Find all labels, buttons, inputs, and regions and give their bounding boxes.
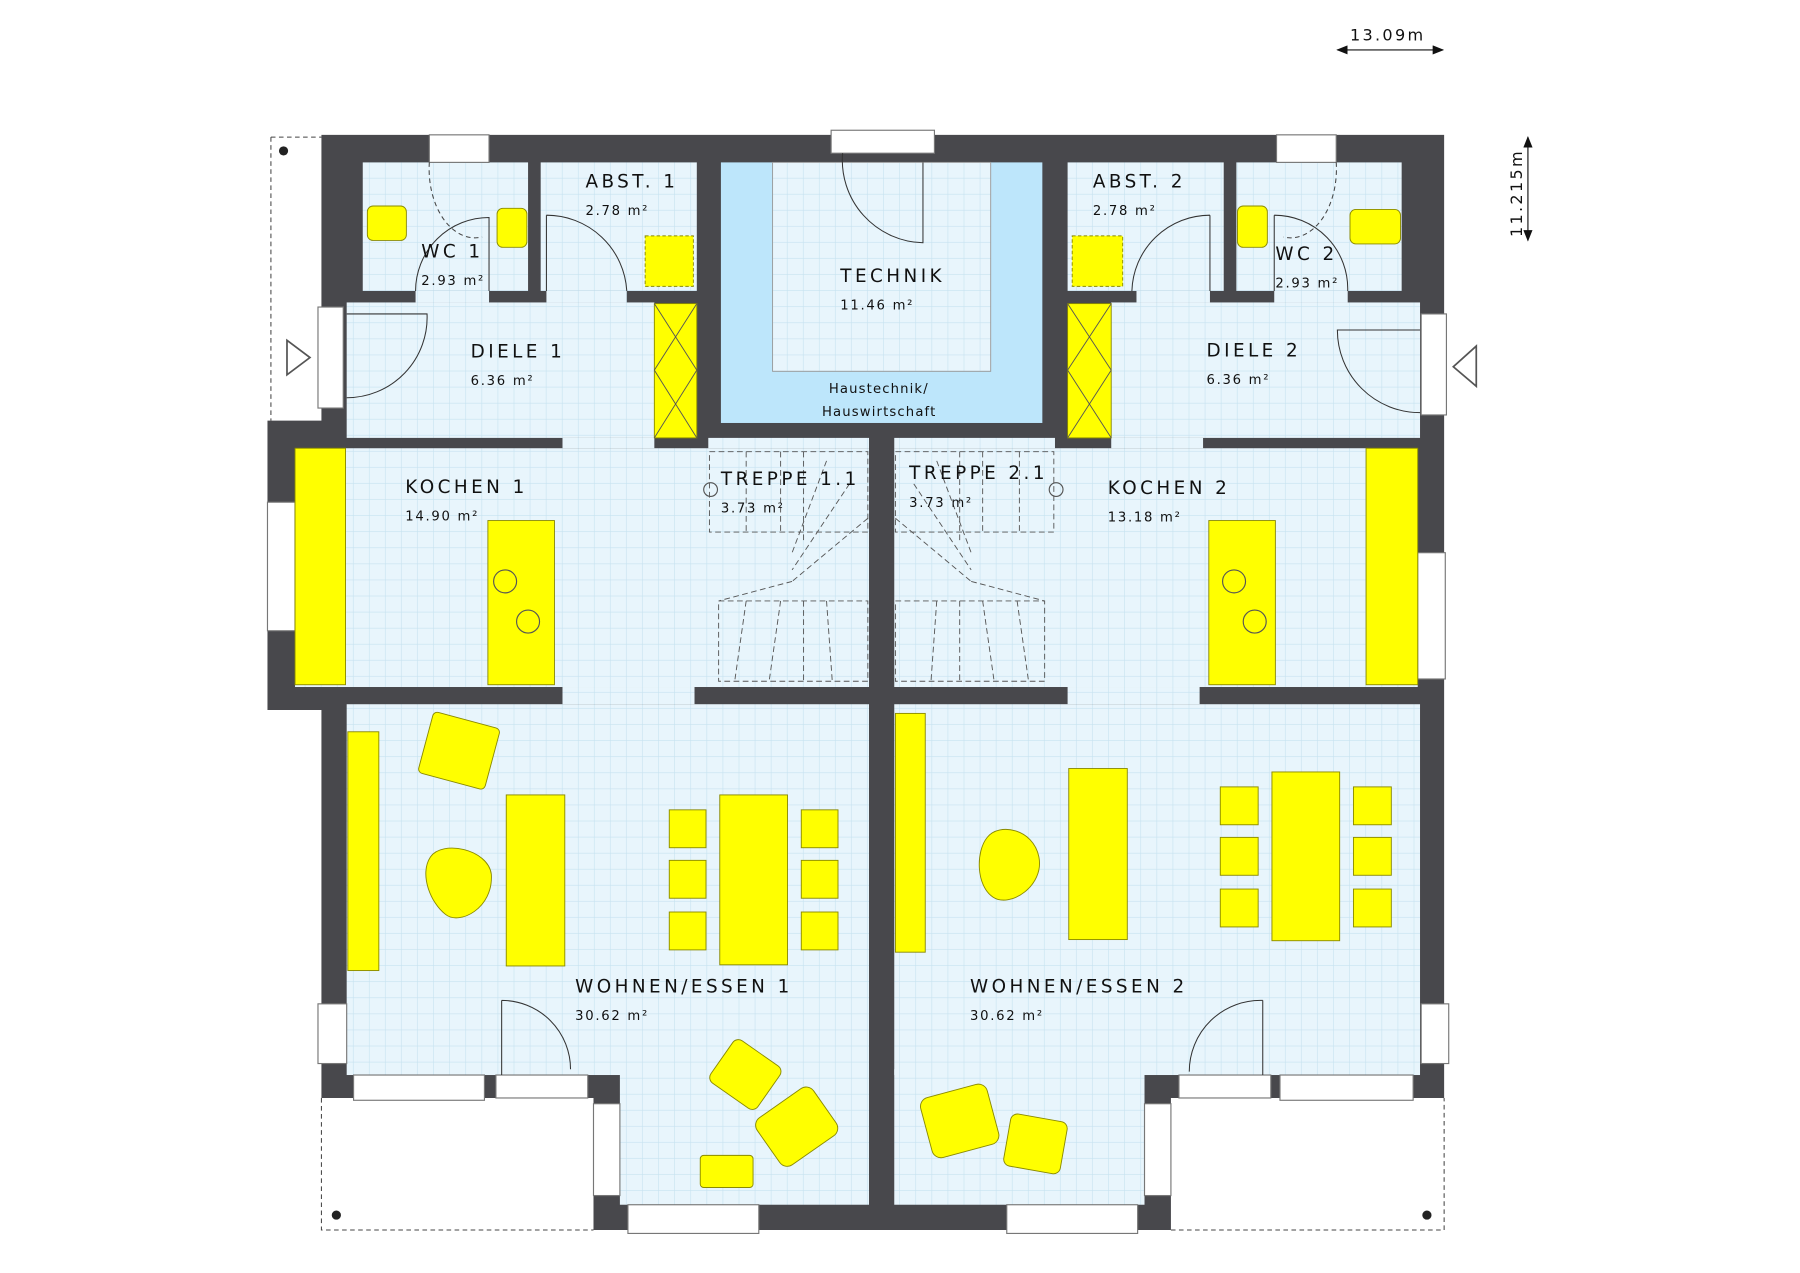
width-dimension-label: 13.09m <box>1350 26 1425 45</box>
room-area-kochen-1: 14.90 m² <box>405 510 479 525</box>
boiler-1 <box>644 235 694 287</box>
door-swings <box>286 153 1478 1076</box>
room-name-treppe-1: TREPPE 1.1 <box>720 469 860 490</box>
kitchen-island-2 <box>1208 520 1276 686</box>
kitchen-counter-2 <box>1365 447 1419 686</box>
room-name-wc-2: WC 2 <box>1275 244 1337 265</box>
room-area-wc-2: 2.93 m² <box>1275 277 1339 292</box>
sink-2 <box>1237 205 1268 248</box>
room-area-treppe-1: 3.73 m² <box>721 502 785 517</box>
side-table-1 <box>425 847 492 919</box>
dining-table-1 <box>719 794 788 966</box>
room-name-abst-1: ABST. 1 <box>585 172 678 193</box>
room-name-treppe-2: TREPPE 2.1 <box>908 463 1048 484</box>
side-table-2 <box>978 829 1040 901</box>
lounge-chair-1 <box>755 1086 839 1167</box>
room-area-kochen-2: 13.18 m² <box>1108 511 1182 526</box>
room-name-wohnen-2: WOHNEN/ESSEN 2 <box>970 976 1188 997</box>
depth-dimension: 11.215m <box>1507 135 1533 242</box>
sideboard-1 <box>347 731 380 972</box>
room-area-wohnen-2: 30.62 m² <box>970 1009 1044 1024</box>
staircase-2 <box>894 451 1064 682</box>
room-name-abst-2: ABST. 2 <box>1093 172 1186 193</box>
room-area-abst-2: 2.78 m² <box>1093 204 1157 219</box>
room-name-diele-2: DIELE 2 <box>1207 340 1302 361</box>
sofa-1 <box>505 794 566 967</box>
toilet-2 <box>1349 209 1401 245</box>
kitchen-counter-1 <box>294 447 346 686</box>
room-name-kochen-1: KOCHEN 1 <box>405 477 528 498</box>
room-area-wohnen-1: 30.62 m² <box>575 1009 649 1024</box>
room-name-diele-1: DIELE 1 <box>471 342 566 363</box>
technik-note-line1: Haustechnik/ <box>829 382 929 397</box>
small-tables-1 <box>699 1154 754 1188</box>
room-floors <box>295 161 1421 1205</box>
width-dimension: 13.09m <box>1336 26 1445 55</box>
wardrobe-1 <box>653 303 698 439</box>
kitchen-island-1 <box>487 520 555 686</box>
room-area-diele-1: 6.36 m² <box>471 374 535 389</box>
ottoman-2 <box>1003 1113 1068 1175</box>
sink-1 <box>496 207 528 248</box>
toilet-1 <box>366 205 407 241</box>
terrace-outline <box>270 136 1445 1231</box>
depth-dimension-label: 11.215m <box>1507 149 1526 237</box>
staircase-1 <box>703 451 869 682</box>
technik-note-line2: Hauswirtschaft <box>822 405 936 420</box>
boiler-2 <box>1071 235 1124 287</box>
sofa-2 <box>1068 768 1128 941</box>
windows <box>266 129 1450 1235</box>
room-name-kochen-2: KOCHEN 2 <box>1108 478 1231 499</box>
sideboard-2 <box>894 712 926 953</box>
room-labels: WC 1 2.93 m² ABST. 1 2.78 m² TECHNIK 11.… <box>405 172 1339 1024</box>
room-area-wc-1: 2.93 m² <box>421 274 485 289</box>
room-area-abst-1: 2.78 m² <box>585 204 649 219</box>
room-name-technik: TECHNIK <box>839 266 945 287</box>
armchair-1 <box>418 711 500 790</box>
room-name-wc-1: WC 1 <box>421 242 483 263</box>
dining-table-2 <box>1271 771 1341 942</box>
wardrobe-2 <box>1067 303 1112 439</box>
room-area-technik: 11.46 m² <box>840 298 914 313</box>
room-name-wohnen-1: WOHNEN/ESSEN 1 <box>575 976 793 997</box>
lounge-chair-2 <box>920 1083 1000 1159</box>
ottoman-1 <box>709 1039 782 1110</box>
furniture <box>294 205 1419 1188</box>
room-area-treppe-2: 3.73 m² <box>909 496 973 511</box>
room-area-diele-2: 6.36 m² <box>1207 373 1271 388</box>
